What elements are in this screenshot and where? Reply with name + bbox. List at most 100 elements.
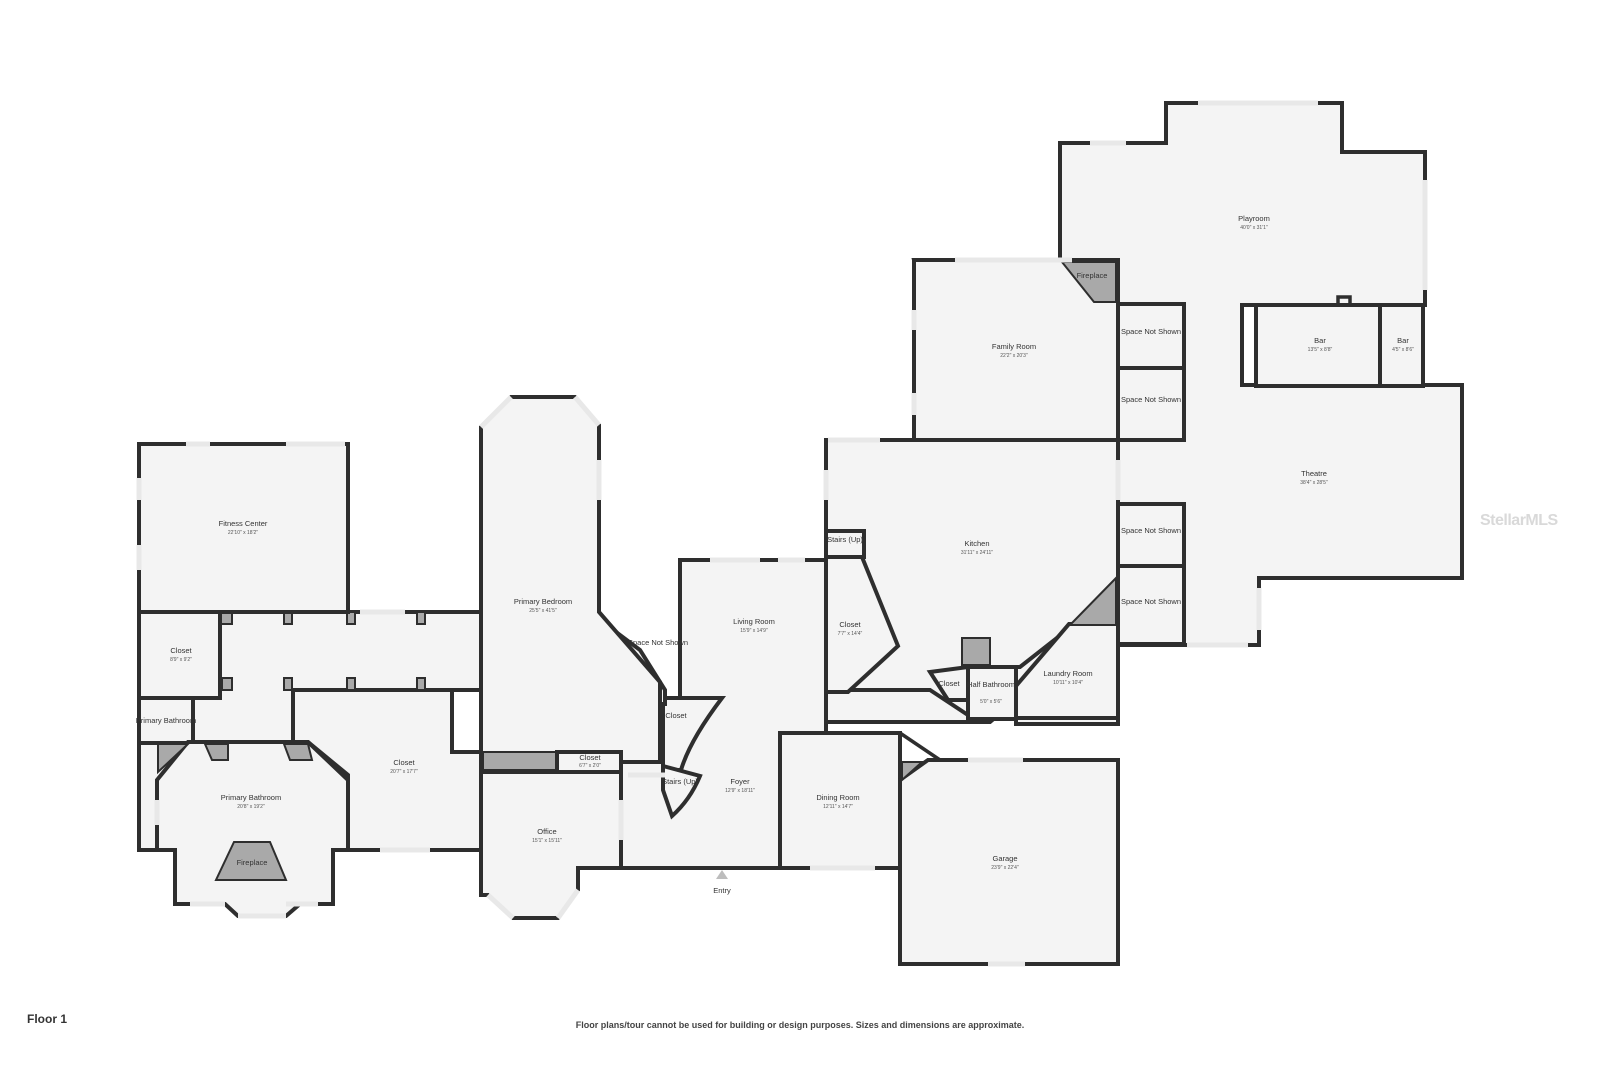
- stairs-up-foyer-shape: [661, 763, 703, 820]
- garage-wall-link: [899, 731, 941, 762]
- stairs-up-kitchen-name: Stairs (Up): [827, 535, 863, 544]
- living-room-dim: 15'9" x 14'9": [740, 628, 768, 634]
- closet-office-name: Closet: [579, 753, 601, 762]
- office-dim: 15'1" x 15'11": [532, 838, 562, 844]
- closet-foyer-name: Closet: [665, 711, 687, 720]
- space-not-shown-3-name: Space Not Shown: [1121, 526, 1181, 535]
- disclaimer-text: Floor plans/tour cannot be used for buil…: [575, 1020, 1025, 1030]
- primary-bathroom-wing: [154, 740, 350, 919]
- kitchen-dim: 31'11" x 24'11": [961, 550, 993, 556]
- fitness-center-dim: 22'10" x 18'2": [228, 530, 258, 536]
- half-bath-hatch: [961, 637, 991, 666]
- half-bathroom-shape: [966, 665, 1018, 721]
- east-wing: [1058, 100, 1464, 648]
- bar-1-name: Bar: [1314, 336, 1326, 345]
- half-bathroom-name: Half Bathroom: [967, 680, 1015, 689]
- closet-kitchen-name: Closet: [839, 620, 861, 629]
- room-labels: Playroom 40'0" x 31'1" Fireplace Family …: [136, 214, 1414, 871]
- entry-arrow-icon: [716, 870, 728, 879]
- bar-1-dim: 13'5" x 8'8": [1308, 347, 1333, 353]
- bath-hatch-1: [157, 743, 191, 775]
- pillar-4: [416, 611, 426, 625]
- primary-bathroom-shape: [155, 740, 350, 918]
- dining-room-dim: 12'11" x 14'7": [823, 804, 853, 810]
- closet-fitness-shape: [137, 610, 222, 700]
- playroom-dim: 40'0" x 31'1": [1240, 225, 1268, 231]
- primary-bedroom-name: Primary Bedroom: [514, 597, 572, 606]
- central-wing: [822, 257, 1121, 726]
- half-bathroom-dim: 5'0" x 5'6": [980, 699, 1002, 705]
- closet-half-shape: [926, 664, 970, 702]
- fitness-center-shape: [137, 442, 350, 614]
- bar-2-shape: [1378, 303, 1425, 388]
- garage-shape: [898, 758, 1120, 966]
- stairs-up-kitchen-shape: [824, 529, 866, 559]
- fitness-center-name: Fitness Center: [219, 519, 268, 528]
- bar-1-shape: [1254, 303, 1382, 388]
- primary-bathroom-name: Primary Bathroom: [221, 793, 281, 802]
- pillar-6: [346, 677, 356, 691]
- fitness-wing: [136, 441, 350, 745]
- foyer-name: Foyer: [730, 777, 750, 786]
- space-not-shown-1-name: Space Not Shown: [1121, 327, 1181, 336]
- entry-label: Entry: [713, 886, 731, 895]
- fireplace-family-name: Fireplace: [1077, 271, 1108, 280]
- laundry-room-name: Laundry Room: [1043, 669, 1092, 678]
- bath-hatch-3: [282, 743, 314, 761]
- garage-wing: [898, 731, 1120, 967]
- bar-2-name: Bar: [1397, 336, 1409, 345]
- office-hatch: [482, 751, 558, 771]
- pillar-8: [221, 677, 233, 691]
- pillar-7: [416, 677, 426, 691]
- dining-room-shape: [778, 731, 902, 870]
- theatre-dim: 38'4" x 28'5": [1300, 480, 1328, 486]
- closet-main-dim: 20'7" x 17'7": [390, 769, 418, 775]
- space-not-shown-4-name: Space Not Shown: [1121, 597, 1181, 606]
- space-not-shown-2-name: Space Not Shown: [1121, 395, 1181, 404]
- closet-main-name: Closet: [393, 758, 415, 767]
- primary-bathroom-small-name: Primary Bathroom: [136, 716, 196, 725]
- watermark: StellarMLS: [1480, 512, 1558, 529]
- garage-dim: 23'9" x 22'4": [991, 865, 1019, 871]
- closet-office-dim: 6'7" x 2'0": [579, 763, 601, 769]
- space-not-shown-3-shape: [1116, 502, 1186, 568]
- theatre-name: Theatre: [1301, 469, 1327, 478]
- space-not-shown-5-name: Space Not Shown: [628, 638, 688, 647]
- closet-kitchen-dim: 7'7" x 14'4": [838, 631, 863, 637]
- dining-room-name: Dining Room: [816, 793, 859, 802]
- closet-fitness-name: Closet: [170, 646, 192, 655]
- pillar-3: [346, 611, 356, 625]
- closet-fitness-dim: 8'9" x 9'2": [170, 657, 192, 663]
- floor-label: Floor 1: [27, 1012, 68, 1026]
- primary-bedroom-dim: 25'5" x 41'5": [529, 608, 557, 614]
- primary-bedroom-shape: [479, 395, 662, 764]
- pillar-5: [283, 677, 293, 691]
- family-room-dim: 22'2" x 20'3": [1000, 353, 1028, 359]
- office-wing: [479, 750, 624, 920]
- office-name: Office: [537, 827, 556, 836]
- laundry-hatch: [1067, 575, 1117, 626]
- kitchen-name: Kitchen: [964, 539, 989, 548]
- playroom-name: Playroom: [1238, 214, 1270, 223]
- living-foyer-dining: [578, 557, 902, 871]
- bar-2-dim: 4'5" x 8'6": [1392, 347, 1414, 353]
- space-not-shown-2-shape: [1116, 366, 1186, 442]
- garage-name: Garage: [992, 854, 1017, 863]
- primary-bedroom-wing: [479, 395, 662, 764]
- fireplace-bath-shape: [214, 841, 288, 881]
- garage-hatch: [901, 761, 925, 783]
- foyer-dim: 12'9" x 18'11": [725, 788, 755, 794]
- bath-hatch-2: [203, 743, 229, 761]
- primary-bathroom-small-shape: [137, 696, 195, 745]
- closet-half-name: Closet: [938, 679, 960, 688]
- fireplace-family-shape: [1059, 261, 1117, 303]
- fireplace-bath-name: Fireplace: [237, 858, 268, 867]
- space-not-shown-1-shape: [1116, 302, 1186, 370]
- family-room-name: Family Room: [992, 342, 1036, 351]
- primary-bathroom-dim: 20'8" x 19'2": [237, 804, 265, 810]
- living-room-name: Living Room: [733, 617, 775, 626]
- bar-box: [1336, 295, 1352, 307]
- closet-office-shape: [555, 750, 623, 774]
- laundry-room-dim: 10'11" x 10'4": [1053, 680, 1083, 686]
